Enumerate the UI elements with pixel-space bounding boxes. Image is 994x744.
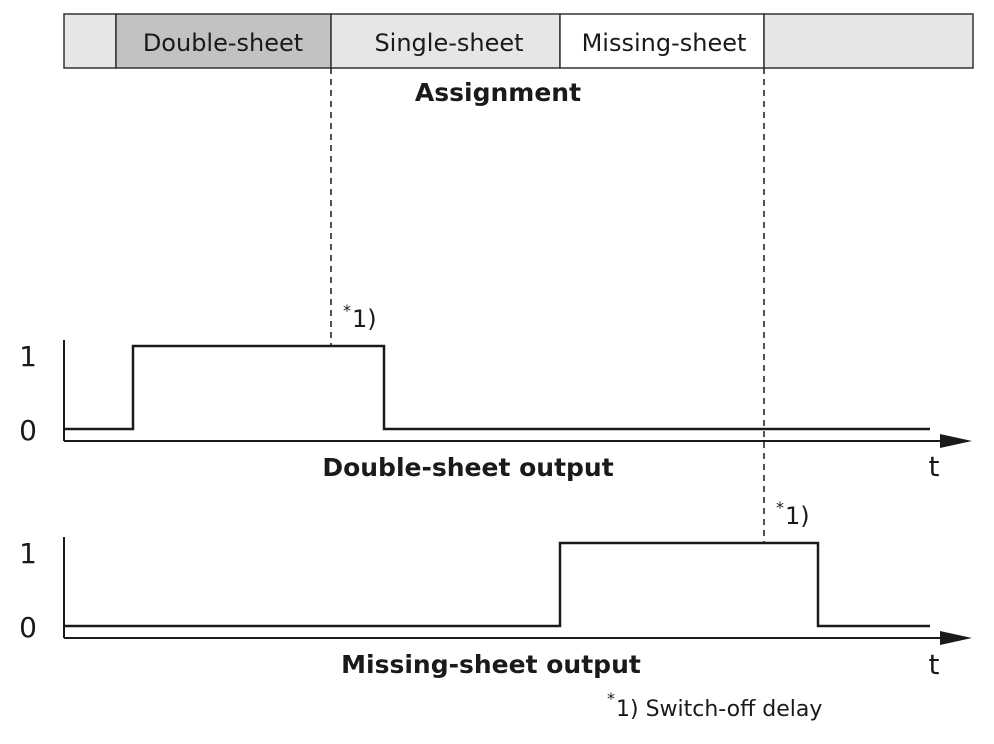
assignment-segment-blank-right xyxy=(763,13,974,69)
assignment-segment-double-sheet xyxy=(115,13,332,69)
missing-sheet-timing: 1 0 t Missing-sheet output * 1) xyxy=(19,498,972,681)
missing-sheet-delay-star: * xyxy=(776,498,784,517)
double-sheet-signal xyxy=(64,344,930,431)
double-sheet-label: Double-sheet xyxy=(143,29,303,57)
double-sheet-delay-star: * xyxy=(343,301,351,320)
missing-sheet-level-0: 0 xyxy=(19,611,37,644)
missing-sheet-label: Missing-sheet xyxy=(582,29,747,57)
footnote: * 1) Switch-off delay xyxy=(607,689,822,722)
missing-sheet-axis-arrow xyxy=(940,631,972,645)
double-sheet-level-0: 0 xyxy=(19,414,37,447)
double-sheet-timing: 1 0 t Double-sheet output * 1) xyxy=(19,301,972,483)
assignment-segment-single-sheet xyxy=(330,13,561,69)
double-sheet-time-label: t xyxy=(929,450,940,483)
assignment-title: Assignment xyxy=(415,78,581,107)
double-sheet-delay-marker: 1) xyxy=(352,305,377,333)
single-sheet-label: Single-sheet xyxy=(374,29,523,57)
assignment-segment-missing-sheet xyxy=(559,13,765,69)
missing-sheet-delay-marker: 1) xyxy=(785,502,810,530)
assignment-bar: Double-sheet Single-sheet Missing-sheet … xyxy=(63,13,974,107)
assignment-segment-blank-left xyxy=(63,13,117,69)
missing-sheet-level-1: 1 xyxy=(19,537,37,570)
double-sheet-level-1: 1 xyxy=(19,340,37,373)
missing-sheet-time-label: t xyxy=(929,648,940,681)
footnote-star: * xyxy=(607,689,615,708)
missing-sheet-signal xyxy=(64,541,930,628)
footnote-text: 1) Switch-off delay xyxy=(616,697,822,722)
double-sheet-output-label: Double-sheet output xyxy=(322,453,613,482)
missing-sheet-output-label: Missing-sheet output xyxy=(341,650,641,679)
double-sheet-axis-arrow xyxy=(940,434,972,448)
